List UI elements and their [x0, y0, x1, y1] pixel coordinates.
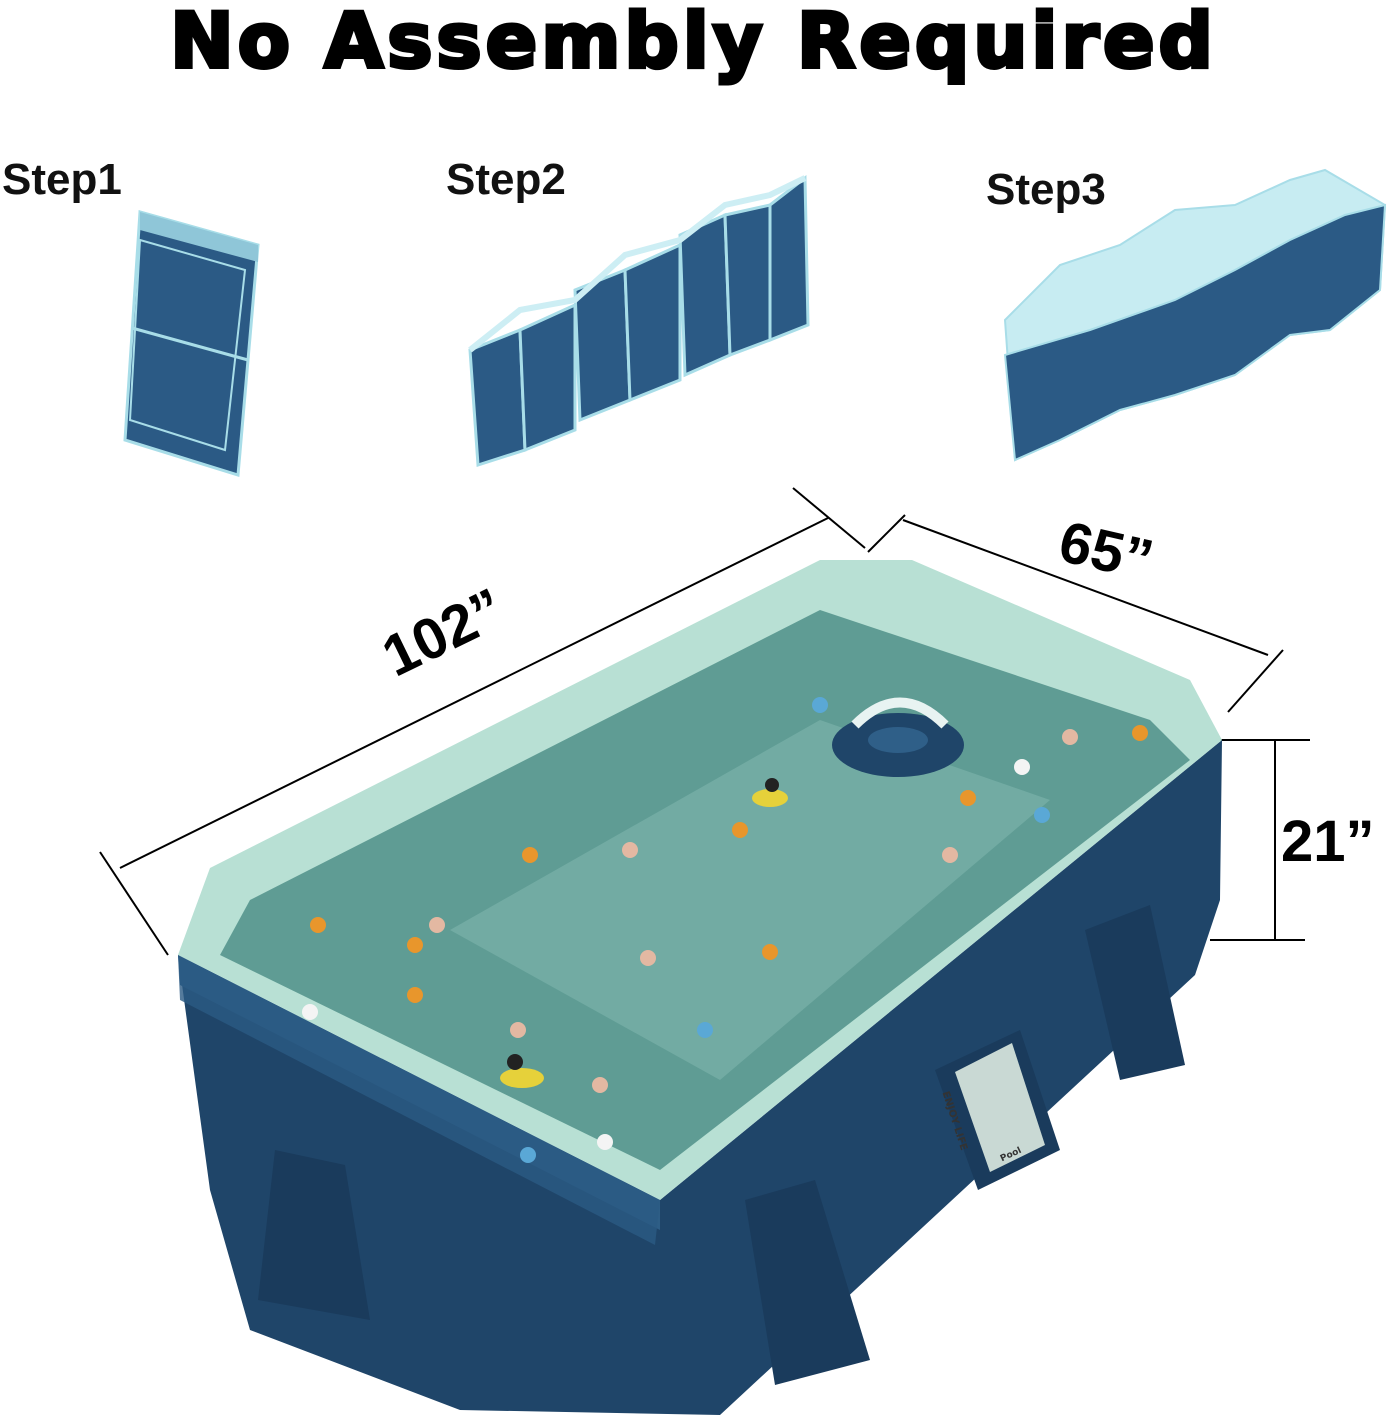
pool-body	[178, 740, 1222, 1415]
dimension-lines	[99, 487, 1310, 956]
pool-image	[178, 560, 1222, 1415]
step2-label: Step2	[446, 155, 566, 204]
play-balls	[302, 697, 1148, 1163]
step3-label: Step3	[986, 165, 1106, 214]
step1-folded-pool-image	[123, 210, 260, 477]
step2-unfolding-pool-image	[468, 174, 810, 468]
step1-label: Step1	[2, 155, 122, 204]
pool-label-tag	[935, 1030, 1060, 1190]
height-dimension-label: 21”	[1281, 809, 1375, 874]
step3-expanding-pool-image	[1003, 168, 1387, 462]
rubber-ducks	[500, 778, 788, 1088]
floating-ring	[832, 697, 964, 777]
headline: No Assembly Required	[168, 0, 1217, 87]
